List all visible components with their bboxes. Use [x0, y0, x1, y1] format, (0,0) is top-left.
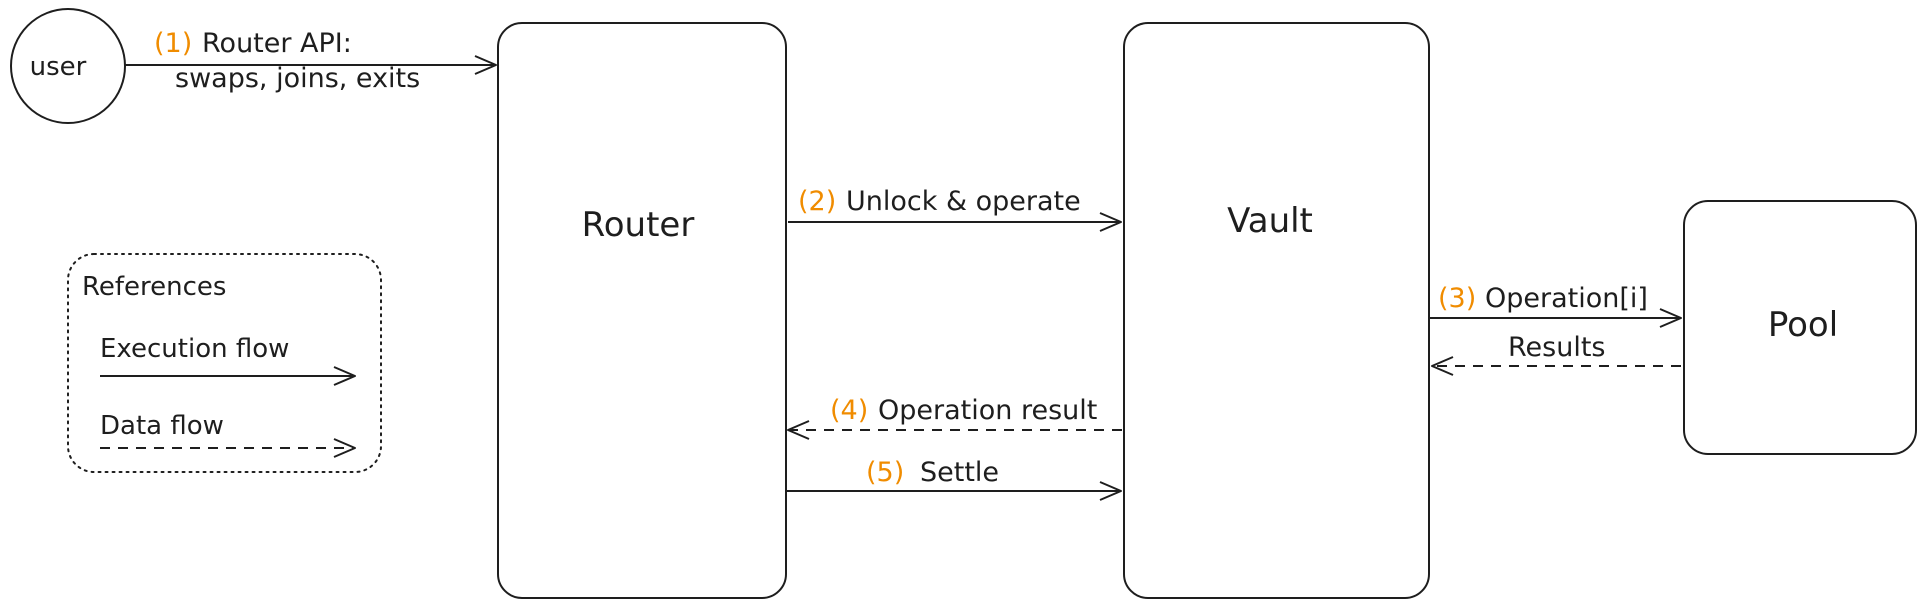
edge-step2-number: (2) [798, 186, 836, 217]
edge-results: Results [1431, 332, 1681, 376]
edge-results-arrowhead [1431, 356, 1454, 376]
edge-step1-label-line2: swaps, joins, exits [175, 63, 420, 94]
edge-step1-number: (1) [154, 28, 192, 59]
legend-execution-label: Execution flow [100, 334, 289, 364]
router-node: Router [497, 22, 787, 599]
edge-results-label: Results [1508, 332, 1606, 363]
pool-box [1683, 200, 1917, 455]
router-box [497, 22, 787, 599]
edge-step2-arrowhead [1099, 212, 1122, 232]
edge-step5-label: Settle [920, 457, 999, 488]
edge-step1-label-line1: Router API: [202, 28, 352, 59]
edge-step4: (4) Operation result [787, 395, 1122, 440]
edge-step5: (5) Settle [786, 457, 1122, 501]
edge-step5-arrowhead [1099, 481, 1122, 501]
vault-node: Vault [1123, 22, 1430, 599]
edge-step2-label: Unlock & operate [846, 186, 1081, 217]
vault-box [1123, 22, 1430, 599]
pool-label: Pool [1768, 305, 1838, 345]
edge-step4-number: (4) [830, 395, 868, 426]
legend-title: References [82, 272, 226, 302]
legend: References Execution flow Data flow [67, 253, 382, 473]
legend-execution-arrowhead [333, 366, 356, 386]
vault-label: Vault [1227, 201, 1313, 241]
router-label: Router [582, 205, 695, 245]
pool-node: Pool [1683, 200, 1917, 455]
edge-step3-label: Operation[i] [1485, 283, 1648, 314]
legend-data-label: Data flow [100, 411, 224, 441]
edge-step3-number: (3) [1438, 283, 1476, 314]
edge-step3: (3) Operation[i] [1430, 283, 1682, 328]
edge-step1: (1) Router API: swaps, joins, exits [125, 28, 497, 94]
edge-step2: (2) Unlock & operate [788, 186, 1122, 232]
user-label: user [30, 52, 87, 82]
legend-box [67, 253, 382, 473]
edge-step3-arrowhead [1659, 308, 1682, 328]
edge-step4-label: Operation result [878, 395, 1097, 426]
edge-step4-arrowhead [787, 420, 810, 440]
edge-step5-number: (5) [866, 457, 904, 488]
user-node: user [10, 8, 126, 124]
edge-step1-arrowhead [474, 55, 497, 75]
legend-data-arrowhead [333, 438, 356, 458]
